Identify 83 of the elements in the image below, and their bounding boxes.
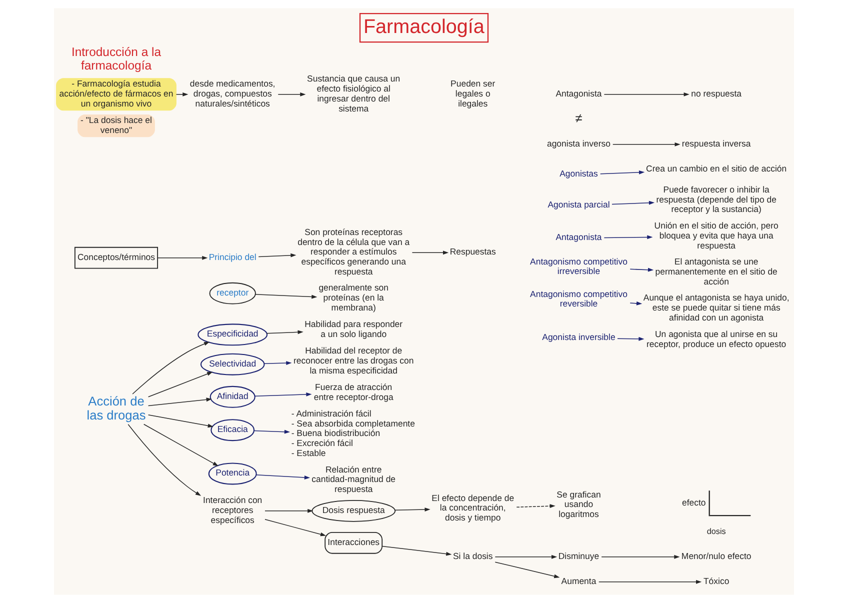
node-text: Antagonismo competitivo irreversible <box>530 256 628 276</box>
node-text: Habilidad para responder a un solo ligando <box>304 319 403 339</box>
node-box: Conceptos/términos <box>74 246 158 269</box>
arrow <box>157 256 208 260</box>
node-text: respuesta inversa <box>682 138 751 148</box>
arrow <box>256 474 310 480</box>
arrow <box>254 392 312 397</box>
node-text: Aumenta <box>561 576 596 586</box>
node-ellipse: Afinidad <box>210 386 256 408</box>
node-text: Son proteínas receptoras dentro de la célula que van a responder a estímulos específicos generando una respuesta <box>298 226 410 276</box>
node-text: Habilidad del receptor de reconocer entre las drogas con la misma especificidad <box>294 346 414 376</box>
label: efecto <box>682 497 706 508</box>
arrow <box>176 92 188 96</box>
arrow <box>394 508 430 512</box>
arrow <box>604 92 690 96</box>
arrow <box>630 268 654 272</box>
label: Introducción a la farmacología <box>71 44 162 72</box>
node-text: Antagonista <box>556 88 602 98</box>
node-text: Agonista inversible <box>542 332 616 342</box>
arrow <box>266 330 304 334</box>
node-box: - "La dosis hace el veneno" <box>78 114 155 138</box>
node-text: desde medicamentos, drogas, compuestos naturales/sintéticos <box>190 78 276 108</box>
arrow <box>278 92 306 96</box>
node-text: generalmente son proteínas (en la membrana) <box>318 282 389 313</box>
node-text: Agonista parcial <box>548 200 610 210</box>
node-text: Un agonista que al unirse en su receptor, produce un efecto opuesto <box>646 328 786 349</box>
node-text: Se grafican usando logaritmos <box>556 489 601 520</box>
node-text: Acción de las drogas <box>86 393 146 422</box>
arrow <box>598 580 702 584</box>
node-ellipse: receptor <box>209 282 256 304</box>
arrow <box>148 372 213 398</box>
arrow <box>604 235 653 240</box>
arrow <box>148 414 214 428</box>
node-box: - Farmacología estudia acción/efecto de fármacos en un organismo vivo <box>56 78 176 111</box>
arrow <box>600 170 645 174</box>
node-text: Respuestas <box>450 246 496 257</box>
node-text: Fuerza de atracción entre receptor-droga <box>314 382 394 402</box>
arrow <box>382 546 452 556</box>
arrow <box>264 361 292 365</box>
node-text: Menor/nulo efecto <box>681 550 752 561</box>
node-text: agonista inverso <box>547 138 610 148</box>
node-text: Sustancia que causa un efecto fisiológico al ingresar dentro del sistema <box>307 74 400 114</box>
node-text: Antagonista <box>556 232 602 242</box>
node-text: - Administración fácil - Sea absorbida completamente - Buena biodistribución - Excreción fácil - Estable <box>291 408 415 458</box>
node-ellipse: Eficacia <box>210 419 255 442</box>
node-ellipse: Dosis respuesta <box>312 500 396 522</box>
arrow <box>494 562 560 578</box>
node-text: Agonistas <box>560 168 598 179</box>
node-text: Crea un cambio en el sitio de acción <box>646 163 787 174</box>
arrow <box>143 424 218 466</box>
node-box: Interacciones <box>324 532 383 554</box>
node-text: Aunque el antagonista se haya unido, este se puede quitar si tiene más afinidad con un agonista <box>643 292 790 322</box>
node-text: Principio del <box>208 252 256 262</box>
arrow <box>264 519 326 536</box>
arrow <box>612 142 680 146</box>
label: Pueden ser legales o ilegales <box>450 78 496 108</box>
arrow <box>254 430 290 434</box>
label: ≠ <box>575 110 582 126</box>
arrow <box>612 200 655 205</box>
arrow <box>132 342 210 394</box>
node-text: Interacción con receptores específicos <box>203 495 262 525</box>
arrow <box>148 398 212 406</box>
arrow <box>494 554 558 559</box>
arrow <box>255 294 318 299</box>
arrow <box>630 301 642 306</box>
node-text: Antagonismo competitivo reversible <box>530 288 628 309</box>
node-text: El efecto depende de la concentración, dosis y tiempo <box>432 492 514 523</box>
arrow <box>128 424 202 496</box>
arrow <box>516 504 556 508</box>
node-text: El antagonista se une permanentemente en el sitio de acción <box>655 256 778 286</box>
node-text: Puede favorecer o inhibir la respuesta (depende del tipo de receptor y la sustancia) <box>656 184 776 214</box>
node-text: Si la dosis <box>452 550 493 561</box>
arrow <box>601 554 680 559</box>
diagram-title: Farmacología <box>363 16 484 38</box>
arrow <box>264 508 314 513</box>
node-text: Relación entre cantidad-magnitud de respuesta <box>312 464 396 494</box>
arrow <box>617 336 644 341</box>
node-text: Unión en el sitio de acción, pero bloquea y evita que haya una respuesta <box>654 220 778 250</box>
node-text: Disminuye <box>558 550 600 561</box>
node-text: Tóxico <box>703 576 730 586</box>
arrow <box>258 253 296 258</box>
node-text: no respuesta <box>691 88 742 98</box>
arrow <box>412 250 449 255</box>
